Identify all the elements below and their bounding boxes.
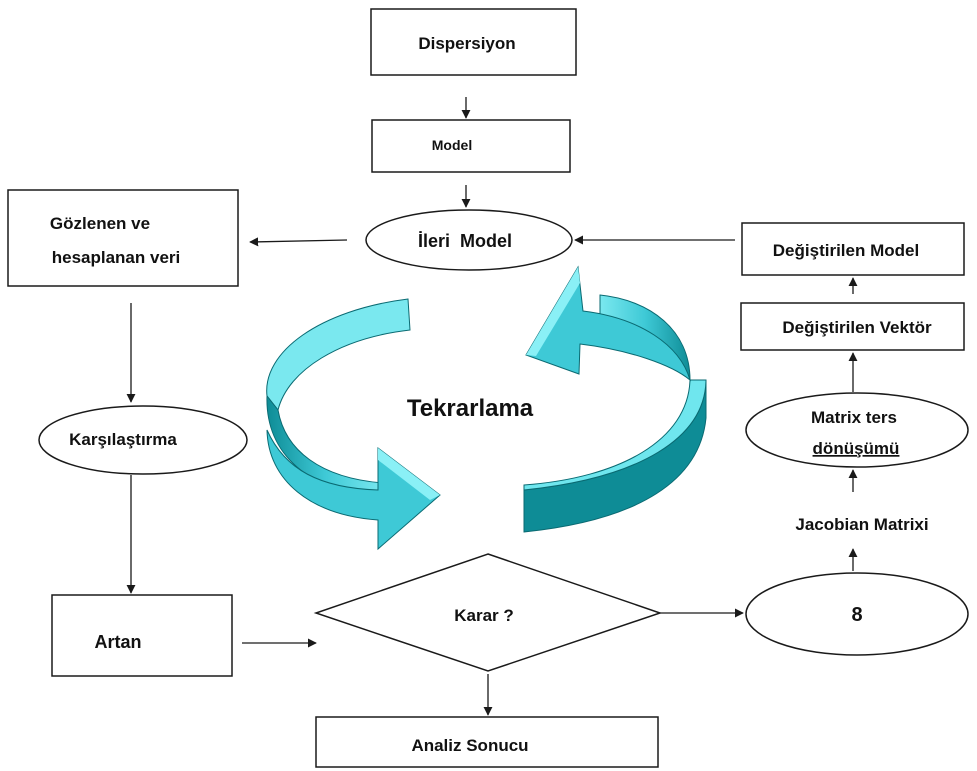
node-matrix-line1: Matrix ters [811, 408, 897, 427]
node-karsilastirma: Karşılaştırma [38, 405, 248, 475]
node-artan-label: Artan [94, 632, 141, 652]
node-right-ellipse: 8 [745, 572, 969, 656]
node-degistirilen-model: Değiştirilen Model [741, 222, 965, 276]
node-karar: Karar ? [313, 553, 663, 672]
node-right-ellipse-symbol: 8 [851, 604, 862, 626]
node-ileri-model: İleri Model [365, 209, 573, 271]
node-jacobian-label: Jacobian Matrixi [795, 515, 928, 534]
node-ileri-model-label: İleri Model [418, 231, 512, 251]
node-matrix-ters: Matrix ters dönüşümü [745, 392, 969, 468]
node-karsilastirma-label: Karşılaştırma [69, 430, 177, 449]
iteration-arrow-left [266, 298, 441, 551]
iteration-arrow-right [523, 265, 707, 533]
node-analiz-sonucu: Analiz Sonucu [315, 716, 659, 768]
node-gozlenen-line2: hesaplanan veri [52, 248, 181, 267]
node-matrix-line2: dönüşümü [813, 439, 900, 458]
node-degistirilen-model-label: Değiştirilen Model [773, 241, 919, 260]
node-model: Model [371, 119, 571, 173]
node-analiz-sonucu-label: Analiz Sonucu [411, 736, 528, 755]
node-model-label: Model [432, 137, 472, 153]
node-dispersiyon: Dispersiyon [370, 8, 577, 76]
node-degistirilen-vektor-label: Değiştirilen Vektör [782, 318, 932, 337]
center-label-tekrarlama: Tekrarlama [407, 395, 534, 422]
node-artan: Artan [51, 594, 233, 677]
node-degistirilen-vektor: Değiştirilen Vektör [740, 302, 965, 351]
node-gozlenen-line1: Gözlenen ve [50, 214, 150, 233]
connectors [126, 97, 858, 716]
node-gozlenen-veri: Gözlenen ve hesaplanan veri [7, 189, 239, 287]
node-karar-label: Karar ? [454, 606, 514, 625]
arrow-ileri-to-gozlenen [249, 237, 348, 247]
node-dispersiyon-label: Dispersiyon [418, 34, 515, 53]
